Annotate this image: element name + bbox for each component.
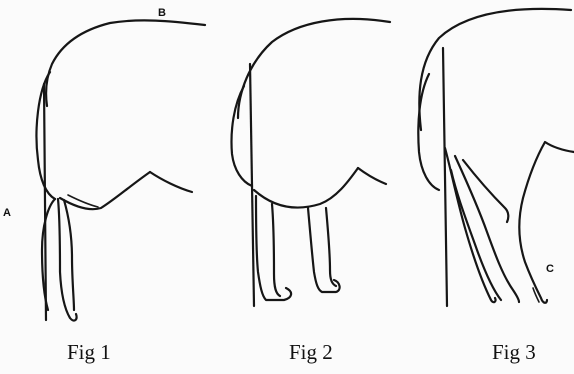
fig-1-near-leg bbox=[64, 200, 74, 310]
fig-3-belly-line bbox=[519, 142, 574, 303]
fig-3-back-outline bbox=[419, 9, 571, 130]
fig-2-belly-line bbox=[358, 168, 386, 184]
fig-1-drawing bbox=[0, 0, 215, 340]
fig-1-back-outline bbox=[46, 20, 205, 106]
fig-2-far-leg-front bbox=[308, 208, 340, 292]
fig-2-back-outline bbox=[238, 19, 390, 118]
fig-3-plumb-line bbox=[443, 48, 447, 306]
fig-1-stifle bbox=[60, 172, 150, 209]
fig-3-drawing bbox=[405, 0, 574, 340]
fig-2-caption: Fig 2 bbox=[289, 340, 333, 364]
fig-3-rump-outline bbox=[418, 74, 439, 190]
fig-2-rump-outline bbox=[232, 86, 253, 186]
fig-2-drawing bbox=[210, 0, 400, 340]
marker-c-label: C bbox=[546, 263, 554, 275]
fig-3-inner-leg bbox=[451, 170, 501, 300]
fig-3-caption: Fig 3 bbox=[492, 340, 536, 364]
fig-1-caption: Fig 1 bbox=[67, 340, 111, 364]
fig-1-belly-line bbox=[150, 172, 192, 192]
marker-a-label: A bbox=[3, 207, 11, 219]
fig-2-stifle bbox=[254, 168, 358, 208]
marker-b-label: B bbox=[158, 7, 166, 19]
fig-2-rear-leg-back bbox=[272, 204, 280, 296]
fig-1-rear-leg-front bbox=[42, 199, 55, 310]
fig-2-far-leg-back bbox=[326, 208, 336, 286]
